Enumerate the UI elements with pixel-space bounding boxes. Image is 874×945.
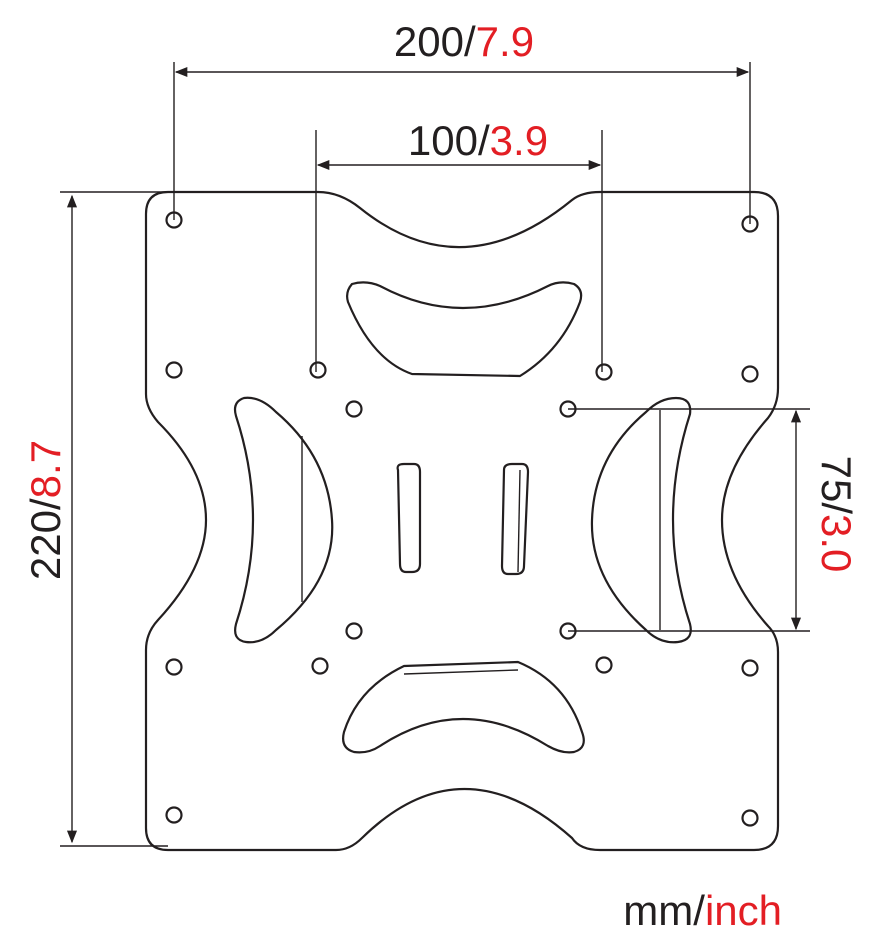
plate-outline — [144, 190, 780, 852]
bottom-slot — [342, 660, 585, 754]
hole-100-br — [595, 656, 613, 674]
label-75: 75/3.0 — [813, 456, 860, 573]
label-100: 100/3.9 — [408, 117, 548, 164]
center-left-slot — [396, 462, 422, 574]
hole-100-tr — [595, 363, 613, 381]
hole-75-bl — [345, 622, 363, 640]
hole-200-bl — [165, 806, 183, 824]
label-220: 220/8.7 — [22, 440, 69, 580]
hole-75-tl — [345, 400, 363, 418]
mounting-holes — [165, 211, 759, 827]
bottom-slot-line — [403, 669, 519, 675]
right-slot — [590, 396, 692, 644]
hole-100-tl — [309, 361, 327, 379]
top-slot-line — [411, 373, 521, 377]
label-200: 200/7.9 — [394, 18, 534, 65]
center-right-slot — [500, 462, 530, 576]
hole-200-br — [741, 809, 759, 827]
units-label: mm/inch — [623, 887, 782, 934]
top-slot — [346, 281, 583, 378]
hole-100-bl — [311, 657, 329, 675]
left-slot — [233, 396, 334, 644]
extension-lines — [60, 62, 810, 847]
